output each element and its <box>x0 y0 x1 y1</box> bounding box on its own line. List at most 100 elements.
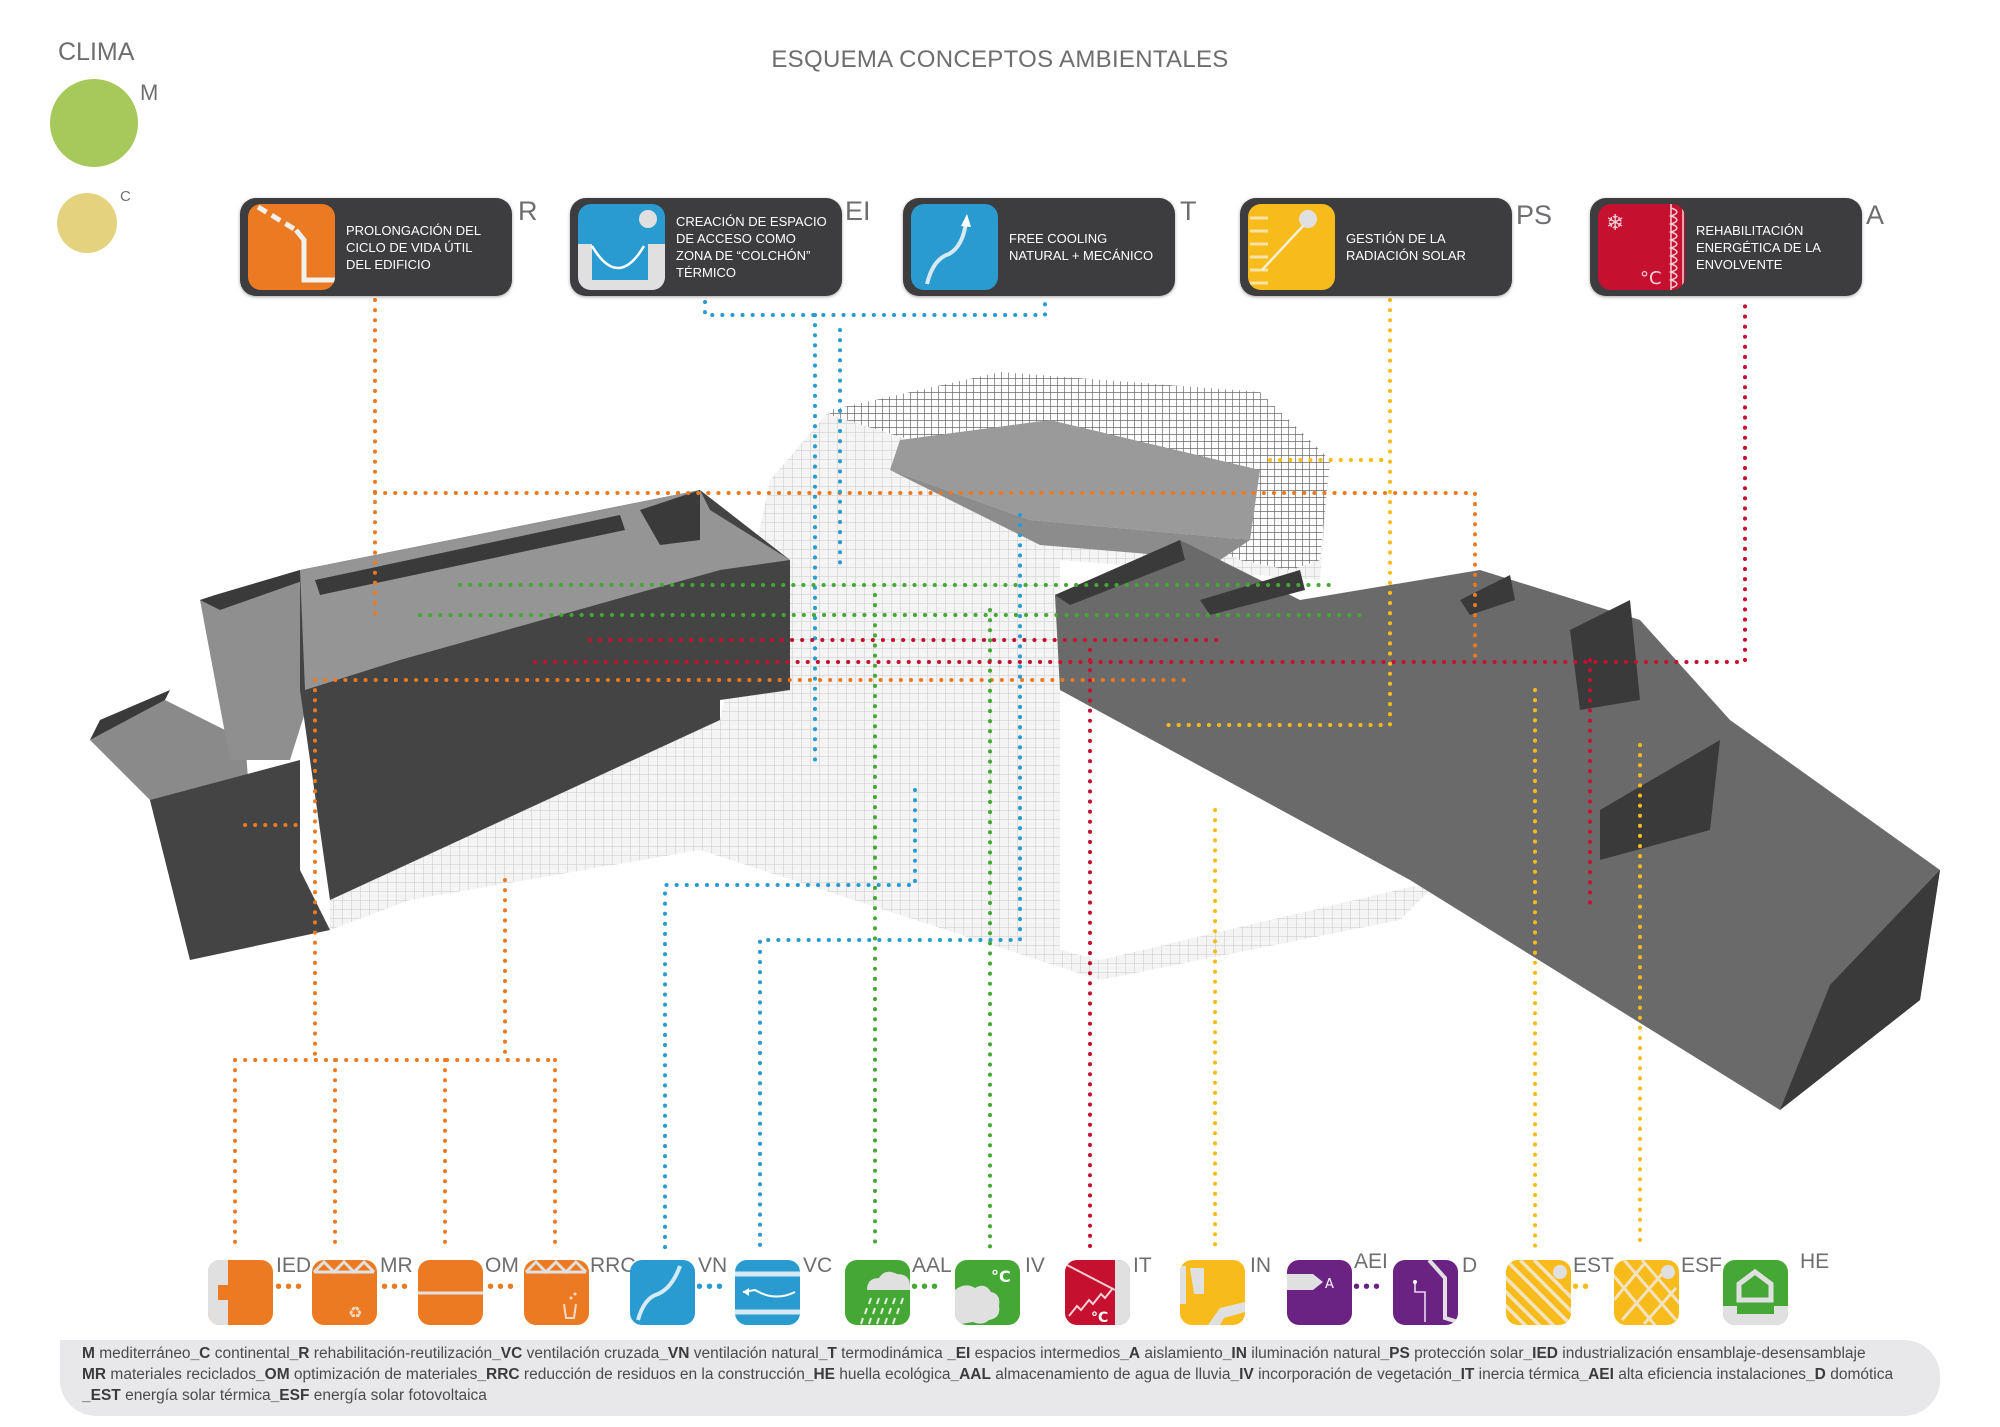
strategy-code: VC <box>803 1254 833 1277</box>
legend-code: _D <box>1806 1366 1826 1383</box>
legend-entry: _EST energía solar térmica <box>82 1387 271 1404</box>
strategy-code: HE <box>1800 1250 1830 1273</box>
legend-description: inercia térmica <box>1474 1366 1580 1383</box>
concept-card-ps[interactable]: GESTIÓN DE LA RADIACIÓN SOLAR <box>1240 198 1512 296</box>
waste-bin-icon <box>524 1260 588 1319</box>
legend-entry: _PS protección solar <box>1380 1345 1523 1362</box>
legend-description: incorporación de vegetación <box>1253 1366 1452 1383</box>
legend-code: MR <box>82 1366 107 1383</box>
strategy-ied[interactable] <box>208 1260 273 1325</box>
strategy-mr[interactable]: ♻ <box>312 1260 377 1325</box>
connector-green <box>418 583 1367 1252</box>
svg-text:♻: ♻ <box>348 1303 362 1322</box>
concept-code-r: R <box>518 196 538 226</box>
legend-description: industrialización ensamblaje-desensambla… <box>1558 1345 1866 1362</box>
separator-dots: ••• <box>1562 1276 1593 1298</box>
connector-r <box>233 298 1477 1252</box>
legend-entry: _VC ventilación cruzada <box>492 1345 659 1362</box>
thermal-cushion-icon <box>578 204 665 290</box>
legend-description: ventilación natural <box>689 1345 819 1362</box>
legend-code: _EST <box>82 1387 121 1404</box>
eco-house-icon <box>1723 1268 1788 1325</box>
strategy-it[interactable]: °C <box>1065 1260 1130 1325</box>
concept-text: FREE COOLING NATURAL + MECÁNICO <box>1009 231 1154 263</box>
strategy-he[interactable] <box>1723 1260 1788 1325</box>
clima-continental-code: C <box>120 188 131 205</box>
concept-text: GESTIÓN DE LA RADIACIÓN SOLAR <box>1346 231 1466 263</box>
legend-code: _IT <box>1451 1366 1475 1383</box>
legend-code: _PS <box>1380 1345 1410 1362</box>
concept-card-ei[interactable]: CREACIÓN DE ESPACIO DE ACCESO COMO ZONA … <box>570 198 842 296</box>
solar-thermal-icon <box>1506 1260 1571 1325</box>
legend-code: _IN <box>1222 1345 1247 1362</box>
concept-text: PROLONGACIÓN DEL CICLO DE VIDA ÚTIL DEL … <box>346 222 482 272</box>
domotics-circuit-icon <box>1413 1260 1458 1324</box>
legend-entry: _IED industrialización ensamblaje-desens… <box>1524 1345 1866 1362</box>
concept-text: REHABILITACIÓN ENERGÉTICA DE LA ENVOLVEN… <box>1696 222 1821 272</box>
legend-description: rehabilitación-reutilización <box>309 1345 493 1362</box>
strategy-code: IV <box>1025 1254 1045 1277</box>
legend-description: iluminación natural <box>1246 1345 1381 1362</box>
legend-line-1: M mediterráneo_C continental_R rehabilit… <box>82 1345 1866 1363</box>
strategy-code: AAL <box>912 1254 952 1277</box>
legend-code: _VN <box>659 1345 690 1362</box>
legend-description: continental <box>210 1345 290 1362</box>
strategy-aal[interactable] <box>845 1260 910 1325</box>
strategy-code: VN <box>698 1254 728 1277</box>
strategy-vc[interactable] <box>735 1260 800 1325</box>
legend-entry: _IV incorporación de vegetación <box>1231 1366 1452 1383</box>
strategy-om[interactable] <box>418 1260 483 1325</box>
svg-text:A: A <box>1325 1277 1334 1292</box>
legend-description: aislamiento <box>1140 1345 1223 1362</box>
legend-code: M <box>82 1345 95 1362</box>
legend-entry: _IT inercia térmica <box>1452 1366 1580 1383</box>
legend-entry: _AAL almacenamiento de agua de lluvia <box>950 1366 1230 1383</box>
concept-code-a: A <box>1866 200 1885 230</box>
legend-code: _IED <box>1523 1345 1558 1362</box>
strategy-code: EST <box>1573 1254 1614 1277</box>
concept-card-a[interactable]: ❄ °C REHABILITACIÓN ENERGÉTICA DE LA ENV… <box>1590 198 1862 296</box>
legend-description: espacios intermedios <box>970 1345 1121 1362</box>
left-wing-building <box>90 490 790 960</box>
concept-card-r[interactable]: PROLONGACIÓN DEL CICLO DE VIDA ÚTIL DEL … <box>240 198 512 296</box>
abbreviations-legend: M mediterráneo_C continental_R rehabilit… <box>60 1340 1940 1416</box>
legend-code: _ESF <box>270 1387 310 1404</box>
efficiency-tag-icon: A <box>1287 1274 1334 1292</box>
separator-dots: ••• <box>911 1276 942 1298</box>
concept-code-ps: PS <box>1516 200 1553 230</box>
legend-code: _AAL <box>950 1366 991 1383</box>
svg-text:°C: °C <box>1640 268 1662 289</box>
strategy-in[interactable] <box>1180 1260 1245 1325</box>
svg-text:❄: ❄ <box>1606 211 1624 236</box>
solar-pv-icon <box>1614 1260 1679 1325</box>
assembly-icon <box>208 1260 228 1325</box>
legend-code: _RRC <box>477 1366 520 1383</box>
legend-code: _EI <box>947 1345 971 1362</box>
clima-label: CLIMA <box>58 38 135 66</box>
strategy-iv[interactable]: °C <box>955 1260 1020 1325</box>
insulation-icon: ❄ °C <box>1598 204 1685 290</box>
legend-entry: _RRC reducción de residuos en la constru… <box>477 1366 804 1383</box>
legend-entry: _A aislamiento <box>1120 1345 1223 1362</box>
mesh-envelope <box>330 372 1440 980</box>
strategy-vn[interactable] <box>630 1260 695 1325</box>
material-optimization-icon <box>418 1291 483 1295</box>
legend-line-3: _EST energía solar térmica_ESF energía s… <box>82 1387 487 1405</box>
clima-mediterranean-code: M <box>140 80 159 105</box>
strategy-rrc[interactable] <box>524 1260 589 1325</box>
separator-dots: ••• <box>1353 1276 1384 1298</box>
legend-code: _VC <box>492 1345 523 1362</box>
legend-description: materiales reciclados <box>106 1366 257 1383</box>
connector-ps <box>1158 298 1642 1252</box>
legend-code: _T <box>818 1345 837 1362</box>
legend-entry: _IN iluminación natural <box>1223 1345 1381 1362</box>
strategy-d[interactable] <box>1393 1260 1458 1325</box>
strategy-esf[interactable] <box>1614 1260 1679 1325</box>
strategy-aei[interactable]: A <box>1287 1260 1352 1325</box>
strategy-est[interactable] <box>1506 1260 1571 1325</box>
legend-description: domótica <box>1825 1366 1894 1383</box>
concept-card-t[interactable]: FREE COOLING NATURAL + MECÁNICO <box>903 198 1175 296</box>
concept-text: CREACIÓN DE ESPACIO DE ACCESO COMO ZONA … <box>676 214 827 280</box>
legend-description: energía solar fotovoltaica <box>309 1387 487 1404</box>
